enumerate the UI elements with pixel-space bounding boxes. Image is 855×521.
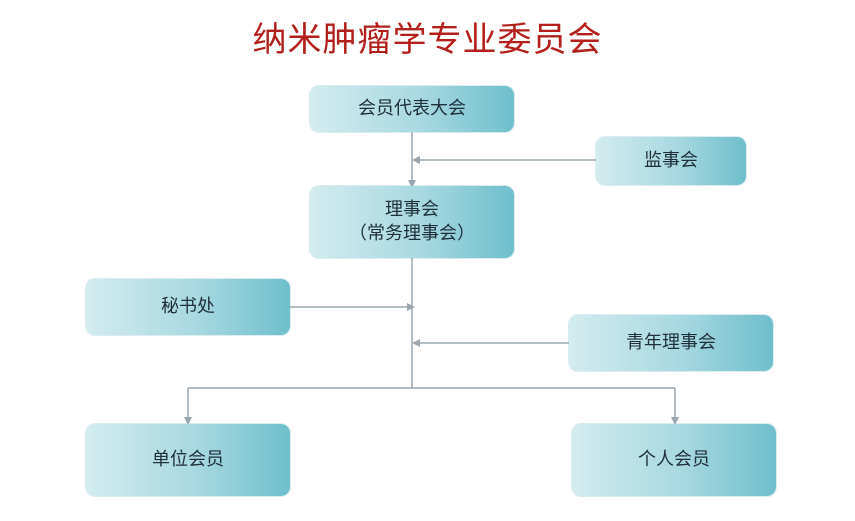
node-sublabel: （常务理事会） [349, 223, 475, 244]
chart-title: 纳米肿瘤学专业委员会 [252, 20, 603, 60]
node-council: 理事会 （常务理事会） [310, 186, 514, 258]
node-label: 秘书处 [161, 296, 215, 317]
node-label: 会员代表大会 [358, 98, 466, 119]
node-individual-members: 个人会员 [572, 424, 776, 496]
node-label: 监事会 [644, 150, 698, 171]
node-unit-members: 单位会员 [86, 424, 290, 496]
node-label: 青年理事会 [626, 332, 716, 353]
node-general-assembly: 会员代表大会 [310, 86, 514, 132]
node-label: 单位会员 [152, 449, 224, 470]
node-youth-council: 青年理事会 [569, 315, 773, 371]
node-supervisory-board: 监事会 [596, 137, 746, 185]
node-label: 理事会 [385, 199, 439, 220]
node-secretariat: 秘书处 [86, 279, 290, 335]
node-label: 个人会员 [638, 449, 710, 470]
